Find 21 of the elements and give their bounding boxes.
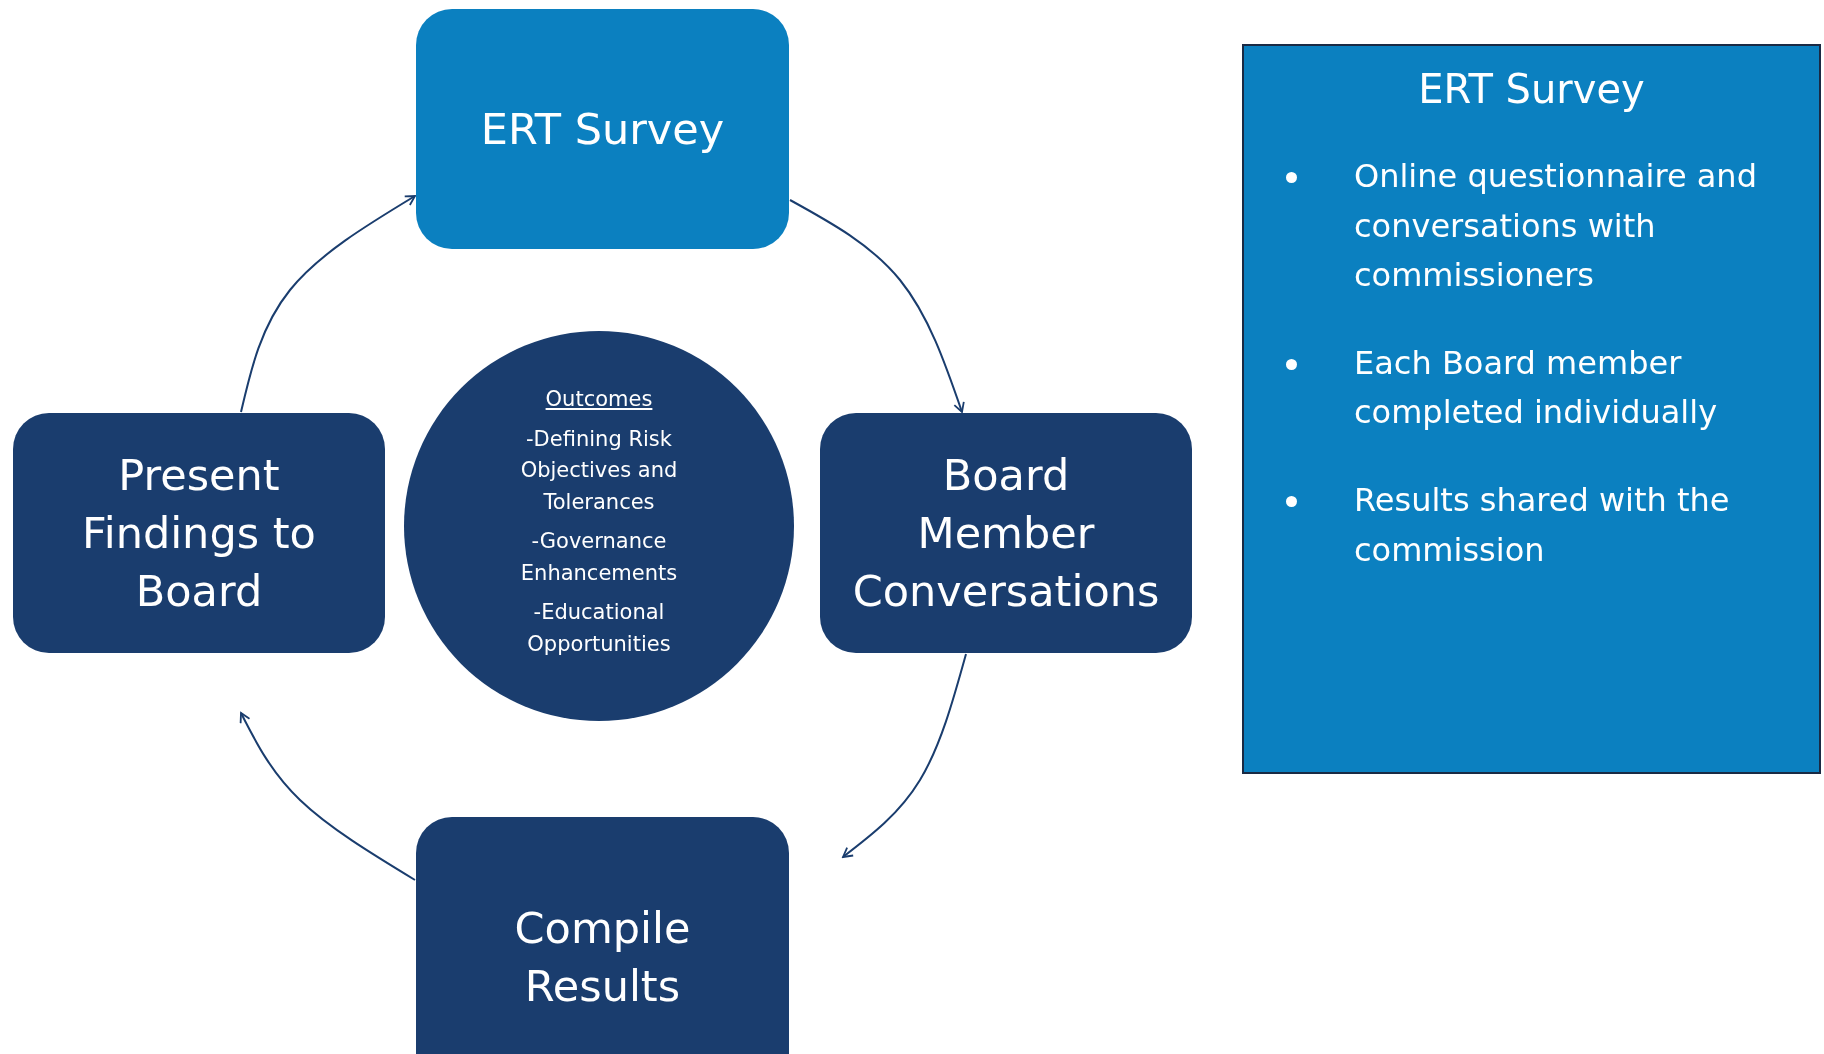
- curved-arrow: [239, 712, 416, 881]
- outcome-item: -Defining Risk Objectives and Tolerances: [519, 425, 679, 516]
- process-box: [820, 413, 1192, 653]
- bullet-text: Online questionnaire and conversations with commissioners: [1354, 157, 1757, 295]
- process-box: [13, 413, 385, 653]
- process-box: [416, 9, 789, 249]
- curved-arrow: [842, 653, 967, 858]
- step-label: Board Member Conversations: [852, 448, 1160, 618]
- outcome-item: -Governance Enhancements: [519, 528, 679, 587]
- step-label: Present Findings to Board: [81, 448, 317, 618]
- outcome-item: -Educational Opportunities: [526, 599, 672, 658]
- bullet-text: Each Board member completed individually: [1354, 343, 1718, 432]
- panel-heading: ERT Survey: [1417, 66, 1646, 112]
- step-label: ERT Survey: [480, 102, 725, 156]
- curved-arrow: [789, 199, 965, 413]
- bullet-text: Results shared with the commission: [1354, 480, 1730, 569]
- circle-heading: Outcomes: [545, 386, 653, 413]
- process-box: [416, 817, 789, 1054]
- curved-arrow: [240, 195, 416, 413]
- step-label: Compile Results: [513, 901, 692, 1013]
- info-panel: [1242, 44, 1821, 774]
